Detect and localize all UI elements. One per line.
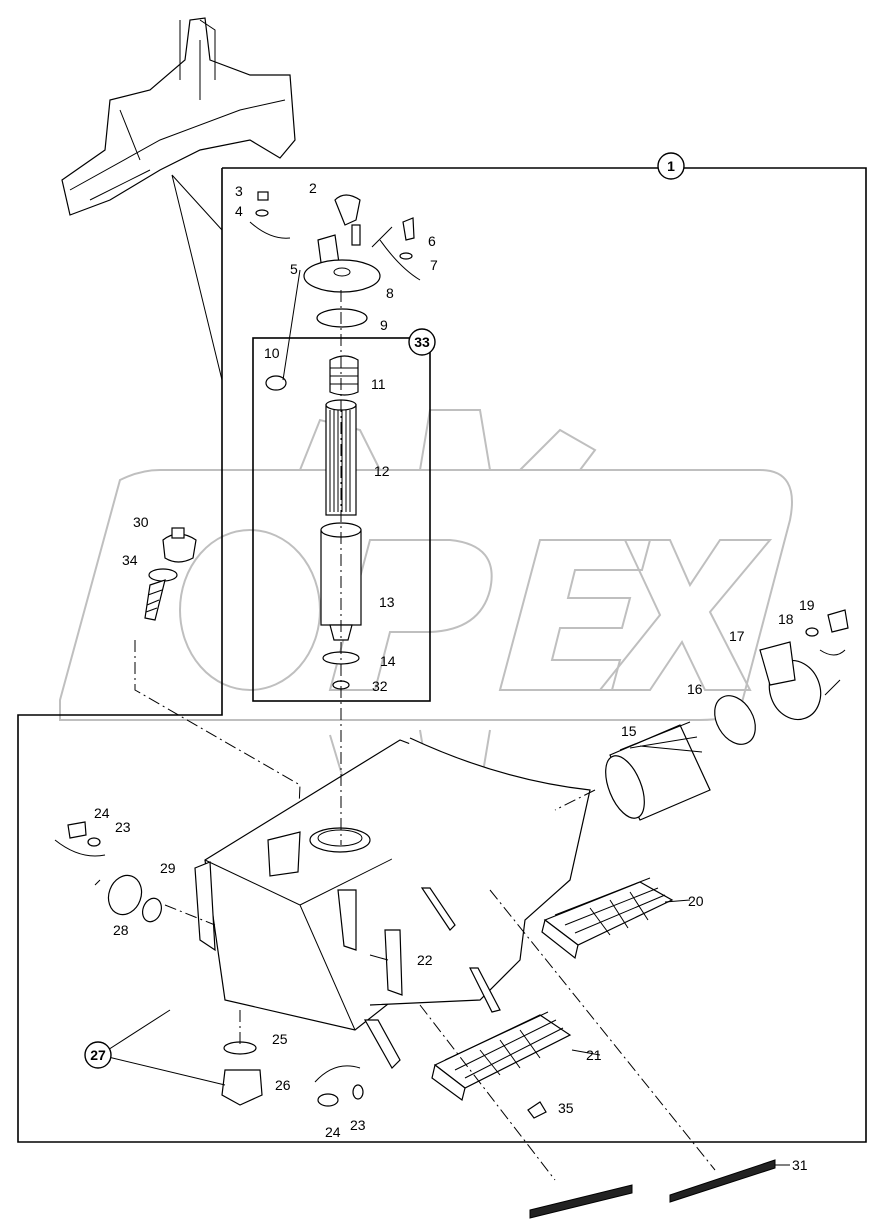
leader-lines xyxy=(99,290,790,1181)
label-part-23-lower: 23 xyxy=(350,1117,366,1133)
label-part-23-upper: 23 xyxy=(115,819,131,835)
part-labels: 2 3 4 5 6 7 8 9 10 11 12 13 14 32 30 34 … xyxy=(94,180,815,1173)
label-part-7: 7 xyxy=(430,257,438,273)
label-part-32: 32 xyxy=(372,678,388,694)
label-part-10: 10 xyxy=(264,345,280,361)
label-part-25: 25 xyxy=(272,1031,288,1047)
callout-33: 33 xyxy=(408,328,436,356)
label-part-6: 6 xyxy=(428,233,436,249)
callout-1-text: 1 xyxy=(667,158,675,174)
label-part-26: 26 xyxy=(275,1077,291,1093)
chassis-frame xyxy=(61,17,296,216)
label-part-24-lower: 24 xyxy=(325,1124,341,1140)
label-part-4: 4 xyxy=(235,203,243,219)
filter-cap-assembly xyxy=(249,191,421,328)
label-part-35: 35 xyxy=(558,1100,574,1116)
fill-cap-strainer xyxy=(134,527,301,831)
frame-upper xyxy=(17,167,867,1143)
callout-27: 27 xyxy=(84,1041,112,1069)
callout-27-text: 27 xyxy=(90,1047,106,1063)
label-part-2: 2 xyxy=(309,180,317,196)
hydraulic-tank xyxy=(194,737,591,1106)
callout-1: 1 xyxy=(657,152,685,180)
label-part-3: 3 xyxy=(235,183,243,199)
rubber-strips xyxy=(529,1159,776,1219)
label-part-12: 12 xyxy=(374,463,390,479)
filter-elements xyxy=(265,269,362,690)
label-part-15: 15 xyxy=(621,723,637,739)
label-part-11: 11 xyxy=(371,376,386,392)
label-part-9: 9 xyxy=(380,317,388,333)
label-part-5: 5 xyxy=(290,261,298,277)
label-part-30: 30 xyxy=(133,514,149,530)
callout-33-text: 33 xyxy=(414,334,430,350)
label-part-24-upper: 24 xyxy=(94,805,110,821)
label-part-22: 22 xyxy=(417,952,433,968)
steps xyxy=(431,877,674,1102)
label-part-17: 17 xyxy=(729,628,745,644)
label-part-14: 14 xyxy=(380,653,396,669)
label-part-29: 29 xyxy=(160,860,176,876)
label-part-31: 31 xyxy=(792,1157,808,1173)
label-part-34: 34 xyxy=(122,552,138,568)
label-part-28: 28 xyxy=(113,922,129,938)
label-part-8: 8 xyxy=(386,285,394,301)
label-part-16: 16 xyxy=(687,681,703,697)
label-part-20: 20 xyxy=(688,893,704,909)
label-part-21: 21 xyxy=(586,1047,602,1063)
return-filter xyxy=(554,609,849,821)
label-part-19: 19 xyxy=(799,597,815,613)
label-part-18: 18 xyxy=(778,611,794,627)
lower-left-fasteners xyxy=(54,821,547,1119)
frame-pointer-lines xyxy=(171,174,223,381)
label-part-13: 13 xyxy=(379,594,395,610)
